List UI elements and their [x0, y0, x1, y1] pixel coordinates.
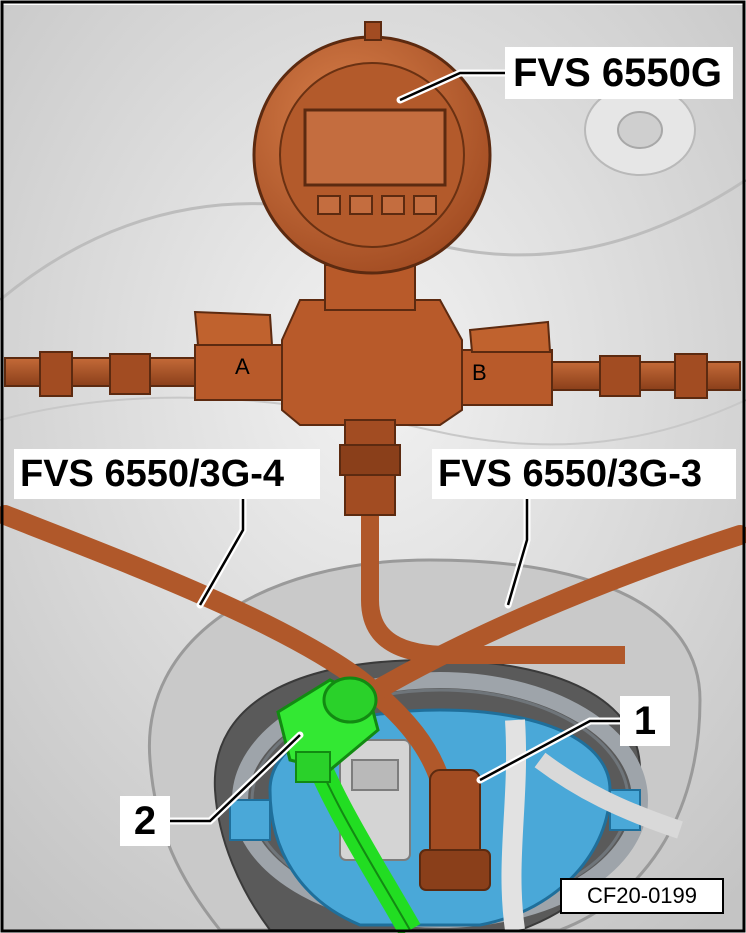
green-connector-collar: [322, 676, 378, 724]
hose-right: [350, 525, 746, 710]
figure-code: CF20-0199: [560, 878, 724, 914]
coupler-left-1: [39, 351, 73, 397]
connector-latch: [351, 759, 399, 791]
flange-tab-left: [229, 799, 271, 841]
callout-hose-left: FVS 6550/3G-4: [14, 449, 320, 499]
gauge-key-4: [413, 195, 437, 215]
leader-1: [479, 719, 620, 782]
hose-left: [0, 505, 450, 790]
gauge-top-tab: [364, 21, 382, 41]
valve-b-handle: [468, 320, 552, 353]
valve-b-body: [461, 349, 553, 406]
leader-gauge: [399, 71, 505, 102]
callout-gauge: FVS 6550G: [505, 47, 733, 99]
coupler-left-2: [109, 353, 151, 395]
pump-fitting-nut: [419, 849, 491, 891]
leader-hose4: [198, 499, 245, 606]
gauge-key-1: [317, 195, 341, 215]
return-line-2: [534, 752, 683, 839]
coupler-right-1: [599, 355, 641, 397]
valve-a-handle: [193, 310, 274, 346]
return-line: [501, 719, 527, 932]
coupler-right-2: [674, 353, 708, 399]
gauge-display: [303, 108, 447, 187]
valve-a-label: A: [235, 354, 250, 379]
gauge-key-2: [349, 195, 373, 215]
leader-2: [170, 734, 301, 823]
leader-lines-core: [170, 71, 620, 823]
green-clip: [295, 751, 331, 783]
manifold-block: [281, 299, 463, 426]
panel-contour-2: [0, 396, 746, 446]
callout-hose-right: FVS 6550/3G-3: [432, 449, 736, 499]
panel-boss-hole: [617, 111, 663, 149]
gauge-key-3: [381, 195, 405, 215]
valve-b-label: B: [472, 360, 487, 385]
leader-hose3: [506, 499, 529, 606]
hose-gauge-outlet: [361, 515, 625, 664]
manifold-outlet-nut: [339, 444, 401, 476]
callout-part-2: 2: [120, 796, 170, 846]
callout-part-1: 1: [620, 696, 670, 746]
